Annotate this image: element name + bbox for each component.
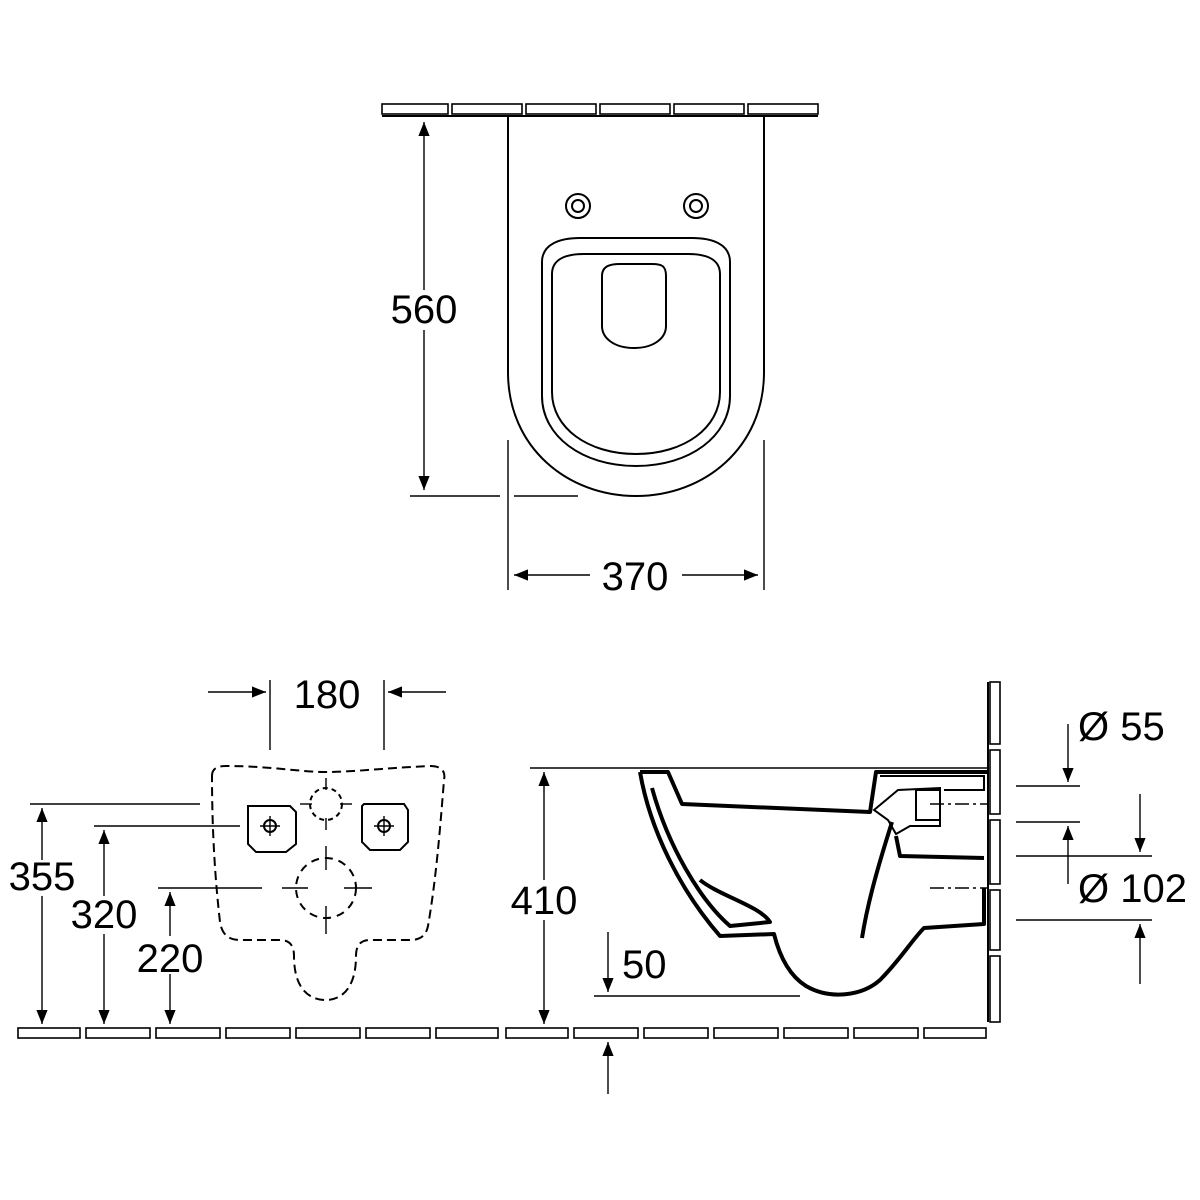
inlet-symbol bbox=[300, 778, 352, 830]
drain-height-dimension: 220 bbox=[137, 937, 204, 981]
top-view: 560 370 bbox=[381, 103, 819, 599]
inlet-diameter-dimension: Ø 55 bbox=[1078, 705, 1165, 749]
pan-inlet bbox=[872, 786, 941, 836]
hinge-bolt-right bbox=[683, 193, 709, 219]
floor-tiles-left bbox=[17, 1027, 499, 1039]
pan-outer-wall bbox=[640, 770, 988, 814]
pan-outlet bbox=[894, 835, 985, 860]
fixing-height-lower-dimension: 320 bbox=[71, 893, 138, 937]
fixing-hole-right bbox=[374, 816, 394, 836]
fixing-height-upper-dimension: 355 bbox=[9, 855, 76, 899]
pan-bowl-curve bbox=[638, 771, 986, 997]
rear-footprint bbox=[210, 764, 446, 1002]
floor-tiles-right bbox=[505, 1027, 987, 1039]
fixing-plate-left bbox=[247, 805, 297, 853]
inlet-connector bbox=[915, 789, 941, 821]
top-wall-tiles bbox=[381, 103, 819, 115]
side-section: 410 50 Ø 55 Ø 102 bbox=[505, 681, 1187, 1094]
floor-offset-dimension: 50 bbox=[622, 943, 667, 987]
width-dimension: 370 bbox=[602, 555, 669, 599]
fixing-plate-right bbox=[361, 803, 409, 851]
pan-trap bbox=[860, 821, 894, 939]
fixing-spacing-dimension: 180 bbox=[294, 673, 361, 717]
hinge-bolt-left bbox=[565, 193, 591, 219]
pan-bowl-inner bbox=[650, 787, 772, 928]
length-dimension: 560 bbox=[391, 288, 458, 332]
outlet-diameter-dimension: Ø 102 bbox=[1078, 867, 1187, 911]
fixing-hole-left bbox=[260, 816, 280, 836]
outlet-symbol bbox=[282, 846, 372, 934]
rear-view: 180 355 320 220 bbox=[9, 673, 499, 1039]
seat-outer bbox=[541, 237, 731, 468]
bowl-opening bbox=[601, 263, 667, 350]
rim-height-dimension: 410 bbox=[511, 879, 578, 923]
seat-inner bbox=[551, 253, 721, 456]
side-wall-tiles bbox=[989, 681, 1001, 1023]
bowl-outline bbox=[507, 116, 765, 498]
